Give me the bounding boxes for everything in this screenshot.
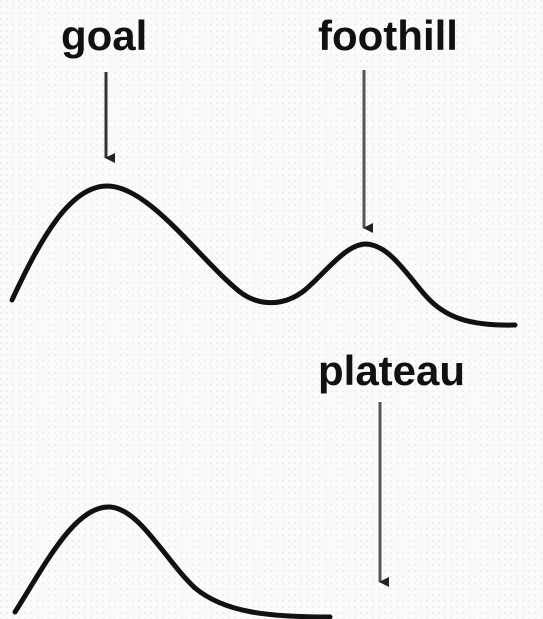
plateau-label: plateau xyxy=(318,347,466,394)
foothill-label: foothill xyxy=(318,12,458,59)
goal-label: goal xyxy=(61,12,148,59)
bottom-landscape-curve xyxy=(12,504,333,619)
top-landscape-curve xyxy=(9,183,518,328)
